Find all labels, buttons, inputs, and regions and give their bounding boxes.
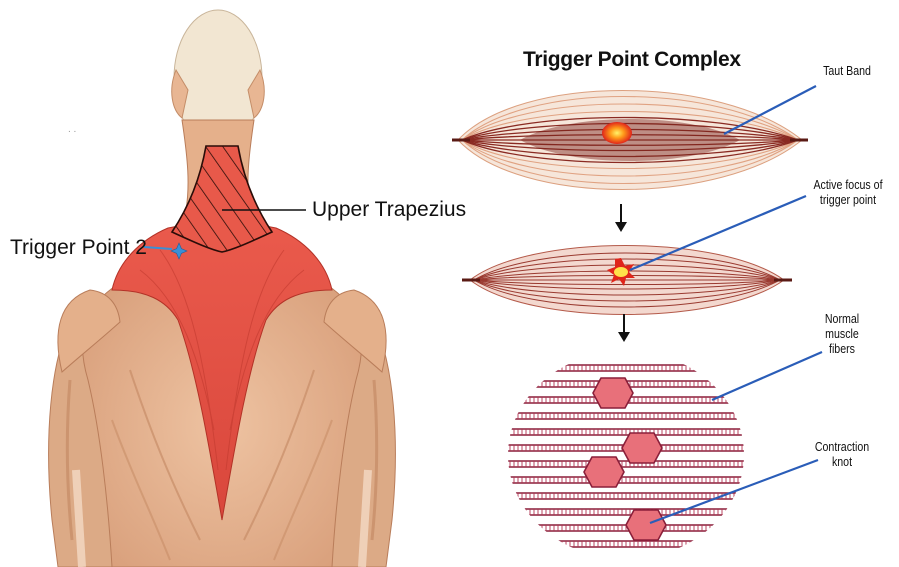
taut-band-label: Taut Band — [809, 64, 886, 79]
svg-text:. .: . . — [68, 124, 76, 135]
diagram-title: Trigger Point Complex — [523, 48, 741, 72]
back-anatomy-illustration: . . — [49, 10, 396, 567]
contraction-knot — [622, 433, 662, 463]
arrow-down-icon — [618, 314, 630, 342]
active-focus-spindle — [462, 246, 792, 315]
contraction-knot — [584, 457, 624, 487]
active-focus-label: Active focus of trigger point — [806, 178, 891, 208]
muscle-fibers-oval — [500, 351, 752, 559]
taut-band-spindle — [452, 91, 808, 190]
arrow-down-icon — [615, 204, 627, 232]
normal-fibers-pointer — [712, 352, 822, 400]
trigger-point-2-label: Trigger Point 2 — [10, 236, 147, 260]
focus-hotspot-top — [602, 122, 632, 144]
upper-trapezius-label: Upper Trapezius — [312, 198, 466, 222]
contraction-knot — [593, 378, 633, 408]
contraction-knot-label: Contraction knot — [806, 440, 877, 470]
normal-muscle-fibers-label: Normal muscle fibers — [808, 312, 876, 357]
contraction-knot — [626, 510, 666, 540]
